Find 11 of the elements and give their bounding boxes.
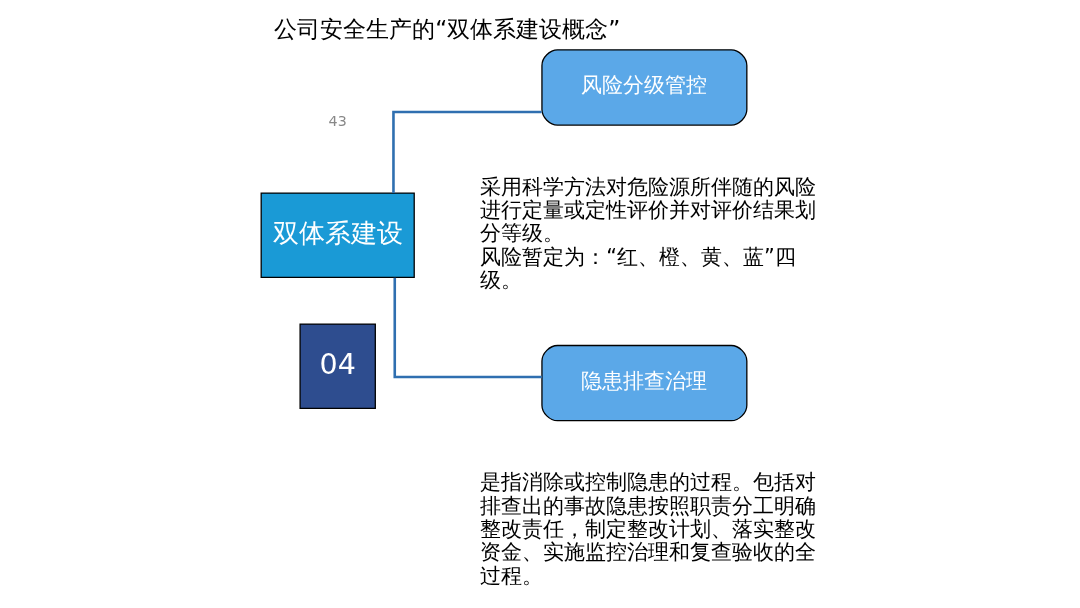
node-label: 采用科学方法对危险源所伴随的风险进行定量或定性评价并对评价结果划分等级。 [480,174,817,246]
connector [393,277,542,379]
node-box: 风险分级管控 [541,49,748,126]
connector [392,110,542,193]
node-label: 风险暂定为：“红、橙、黄、蓝”四级。 [480,244,796,292]
label: 43 [328,113,347,130]
node-box: 04 [299,323,376,410]
node-box: 双体系建设 [260,192,415,279]
diagram-title: 公司安全生产的“双体系建设概念” [274,15,621,44]
node-box: 隐患排查治理 [541,344,748,422]
node-label: 是指消除或控制隐患的过程。包括对排查出的事故隐患按照职责分工明确整改责任，制定整改计划、落实整改资金、实施监控治理和复查验收的全过程。 [480,470,817,588]
